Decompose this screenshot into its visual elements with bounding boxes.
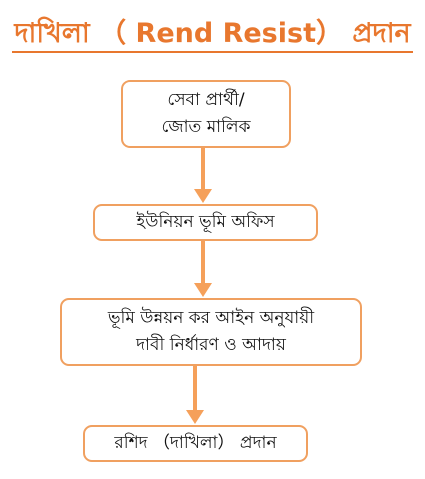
step-box-union-land-office: ইউনিয়ন ভূমি অফিস: [93, 204, 318, 241]
arrow-2: [194, 241, 212, 297]
step-1-line-2: জোত মালিক: [161, 117, 251, 137]
step-4-line-1: রশিদ （দাখিলা） প্রদান: [114, 433, 277, 453]
step-2-text: ইউনিয়ন ভূমি অফিস: [136, 209, 274, 236]
step-3-text: ভূমি উন্নয়ন কর আইন অনুযায়ী দাবী নির্ধা…: [108, 305, 314, 359]
step-2-line-1: ইউনিয়ন ভূমি অফিস: [136, 212, 275, 232]
step-1-line-1: সেবা প্রার্থী/: [167, 90, 245, 110]
step-3-line-2: দাবী নির্ধারণ ও আদায়: [136, 335, 286, 355]
step-1-text: সেবা প্রার্থী/ জোত মালিক: [162, 87, 251, 141]
step-3-line-1: ভূমি উন্নয়ন কর আইন অনুযায়ী: [107, 308, 315, 328]
step-box-receipt: রশিদ （দাখিলা） প্রদান: [83, 425, 308, 462]
arrow-1: [194, 148, 212, 203]
step-4-text: রশিদ （দাখিলা） প্রদান: [114, 430, 276, 457]
title-text: দাখিলা （ Rend Resist） প্রদান: [12, 17, 413, 53]
step-box-service-seeker: সেবা প্রার্থী/ জোত মালিক: [121, 80, 291, 148]
step-box-tax-assessment: ভূমি উন্নয়ন কর আইন অনুযায়ী দাবী নির্ধা…: [60, 298, 362, 366]
arrow-3: [186, 366, 204, 424]
diagram-title: দাখিলা （ Rend Resist） প্রদান: [0, 14, 425, 54]
